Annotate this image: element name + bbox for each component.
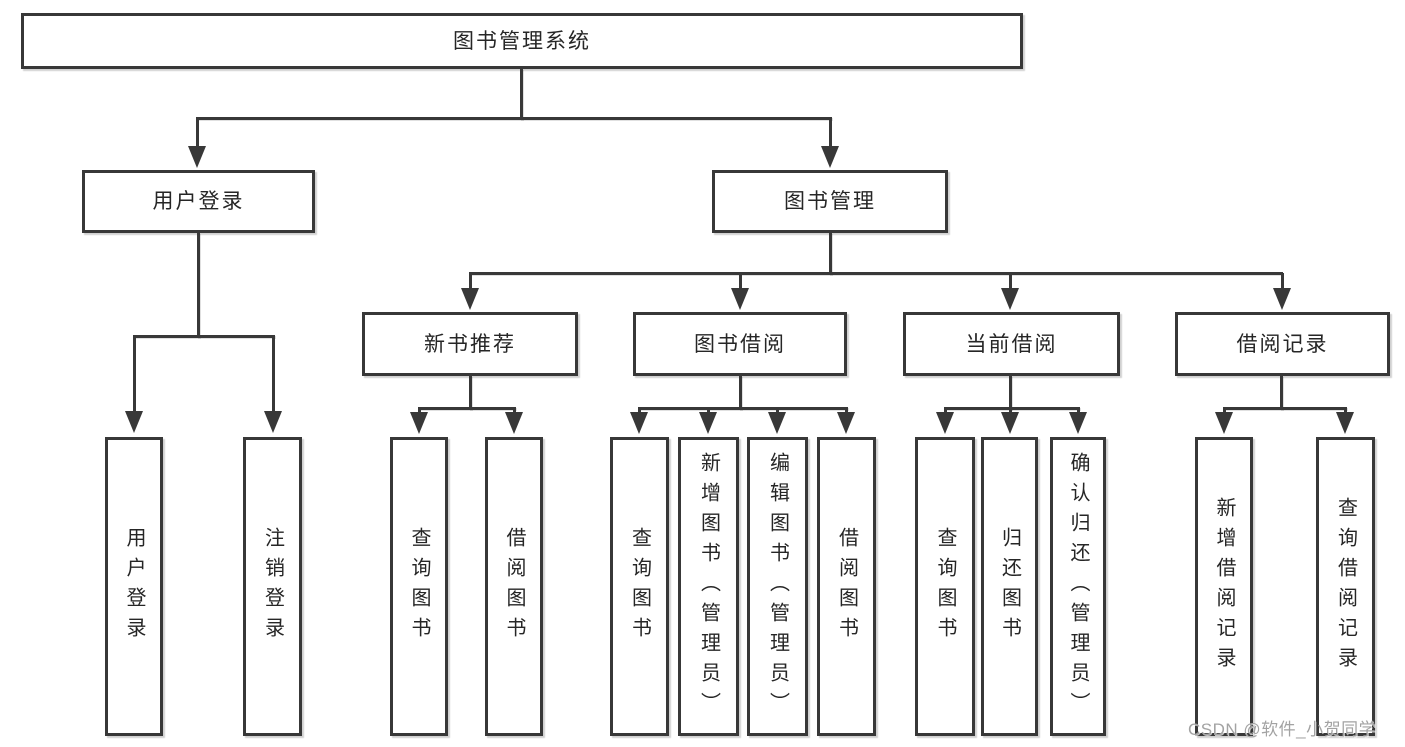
node-label: 用户登录 bbox=[152, 190, 245, 213]
leaf-label: 新增借阅记录 bbox=[1213, 496, 1235, 677]
leaf-label: 新增图书（管理员） bbox=[697, 451, 720, 722]
arrow-down-icon bbox=[768, 409, 786, 434]
connector-book-borrow-bar bbox=[637, 407, 848, 410]
leaf-logout: 注销登录 bbox=[243, 437, 302, 736]
arrow-down-icon bbox=[505, 409, 523, 434]
node-label: 图书借阅 bbox=[694, 332, 786, 356]
connector-root-stem bbox=[519, 69, 523, 120]
arrow-down-icon bbox=[461, 273, 479, 310]
arrow-down-icon bbox=[1001, 409, 1019, 434]
connector-root-bar bbox=[196, 117, 832, 120]
arrow-down-icon bbox=[1069, 409, 1087, 434]
node-book-borrowing: 图书借阅 bbox=[633, 312, 847, 376]
leaf-confirm-return-admin: 确认归还（管理员） bbox=[1050, 437, 1106, 736]
leaf-label: 用户登录 bbox=[123, 526, 145, 647]
leaf-query-books-2: 查询图书 bbox=[610, 437, 669, 736]
leaf-edit-book-admin: 编辑图书（管理员） bbox=[747, 437, 808, 736]
arrow-down-icon bbox=[837, 409, 855, 434]
connector-current-borrow-bar bbox=[943, 407, 1080, 410]
arrow-down-icon bbox=[936, 409, 954, 434]
leaf-return-book: 归还图书 bbox=[981, 437, 1038, 736]
node-label: 当前借阅 bbox=[965, 332, 1058, 356]
connector-user-login-bar bbox=[132, 335, 275, 338]
connector-new-book-stem bbox=[468, 376, 472, 410]
csdn-watermark: CSDN @软件_小贺同学 bbox=[1188, 720, 1377, 739]
node-label: 图书管理 bbox=[784, 190, 876, 213]
arrow-down-icon bbox=[1273, 273, 1291, 310]
arrow-down-icon bbox=[125, 337, 143, 433]
connector-book-borrow-stem bbox=[738, 376, 742, 410]
node-label: 图书管理系统 bbox=[453, 29, 591, 53]
arrow-down-icon bbox=[1001, 273, 1019, 310]
leaf-label: 借阅图书 bbox=[503, 526, 525, 647]
leaf-label: 确认归还（管理员） bbox=[1067, 451, 1089, 722]
arrow-down-icon bbox=[410, 409, 428, 434]
connector-book-mgmt-stem bbox=[828, 233, 832, 275]
leaf-add-borrow-record: 新增借阅记录 bbox=[1195, 437, 1253, 736]
arrow-down-icon bbox=[699, 409, 717, 434]
connector-new-book-bar bbox=[417, 407, 516, 410]
connector-borrow-records-bar bbox=[1222, 407, 1347, 410]
arrow-down-icon bbox=[630, 409, 648, 434]
node-user-login: 用户登录 bbox=[82, 170, 315, 233]
node-label: 新书推荐 bbox=[424, 332, 516, 356]
node-current-borrowing: 当前借阅 bbox=[903, 312, 1120, 376]
leaf-query-books: 查询图书 bbox=[390, 437, 448, 736]
node-label: 借阅记录 bbox=[1236, 332, 1329, 356]
leaf-label: 查询图书 bbox=[408, 526, 430, 647]
leaf-label: 查询图书 bbox=[934, 526, 956, 647]
leaf-query-books-3: 查询图书 bbox=[915, 437, 975, 736]
leaf-label: 查询借阅记录 bbox=[1334, 496, 1357, 677]
leaf-query-borrow-record: 查询借阅记录 bbox=[1316, 437, 1375, 736]
leaf-label: 查询图书 bbox=[628, 526, 651, 647]
arrow-down-icon bbox=[1215, 409, 1233, 434]
arrow-down-icon bbox=[731, 273, 749, 310]
leaf-label: 归还图书 bbox=[998, 526, 1021, 647]
connector-user-login-stem bbox=[196, 233, 200, 338]
connector-current-borrow-stem bbox=[1008, 376, 1012, 410]
connector-book-mgmt-bar bbox=[468, 272, 1283, 275]
leaf-user-login: 用户登录 bbox=[105, 437, 163, 736]
arrow-down-icon bbox=[264, 337, 282, 433]
leaf-label: 编辑图书（管理员） bbox=[766, 451, 789, 722]
node-borrowing-records: 借阅记录 bbox=[1175, 312, 1390, 376]
node-library-management-system: 图书管理系统 bbox=[21, 13, 1023, 69]
node-new-book-recommendation: 新书推荐 bbox=[362, 312, 578, 376]
node-book-management: 图书管理 bbox=[712, 170, 948, 233]
leaf-borrow-books: 借阅图书 bbox=[485, 437, 543, 736]
arrow-down-icon bbox=[188, 118, 206, 168]
connector-borrow-records-stem bbox=[1279, 376, 1283, 410]
arrow-down-icon bbox=[1336, 409, 1354, 434]
leaf-borrow-books-2: 借阅图书 bbox=[817, 437, 876, 736]
leaf-label: 注销登录 bbox=[261, 526, 284, 647]
arrow-down-icon bbox=[821, 118, 839, 168]
leaf-add-book-admin: 新增图书（管理员） bbox=[678, 437, 739, 736]
leaf-label: 借阅图书 bbox=[835, 526, 858, 647]
